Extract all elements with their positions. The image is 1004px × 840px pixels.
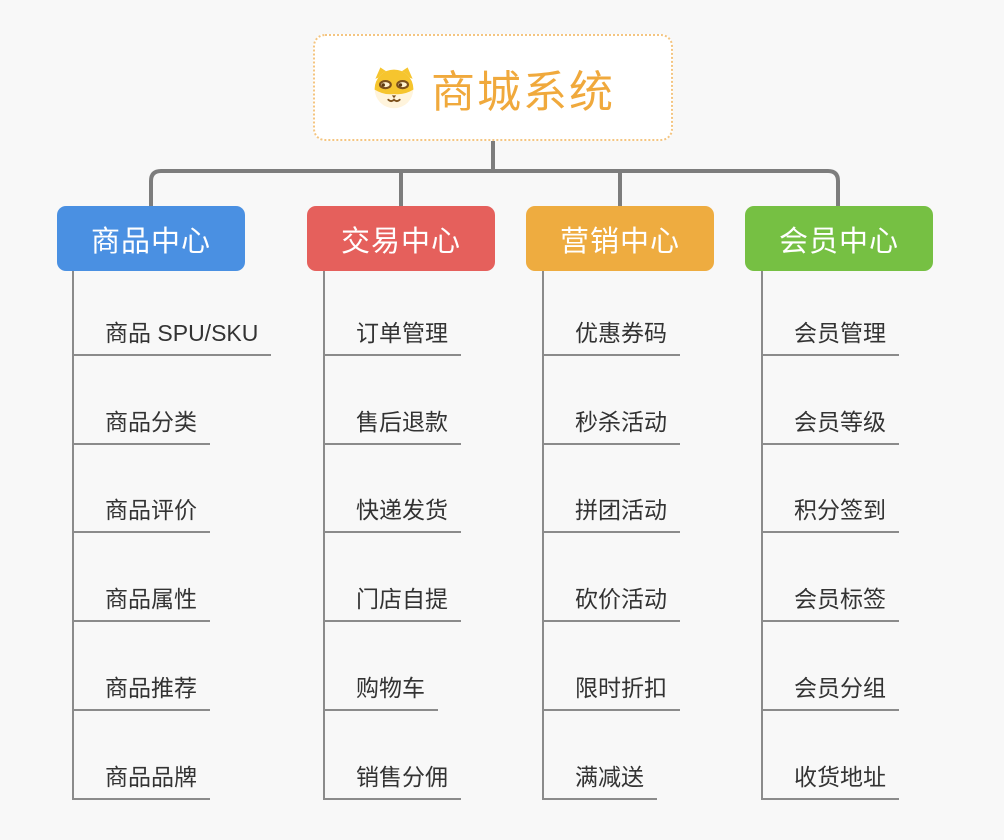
mindmap-item[interactable]: 订单管理 <box>323 267 563 356</box>
branch-line <box>72 271 74 800</box>
item-label: 门店自提 <box>323 580 461 623</box>
mindmap-item[interactable]: 快递发货 <box>323 445 563 534</box>
branch-header-products[interactable]: 商品中心 <box>57 206 245 271</box>
mindmap-item[interactable]: 商品 SPU/SKU <box>72 267 312 356</box>
mindmap-item[interactable]: 门店自提 <box>323 533 563 623</box>
mindmap-item[interactable]: 商品评价 <box>72 445 312 534</box>
root-node[interactable]: 商城系统 <box>313 34 673 141</box>
item-label: 售后退款 <box>323 403 461 445</box>
item-label: 商品分类 <box>72 403 210 445</box>
branch-items-marketing: 优惠券码 秒杀活动 拼团活动 砍价活动 限时折扣 满减送 <box>542 267 782 800</box>
mindmap-item[interactable]: 砍价活动 <box>542 533 782 623</box>
item-label: 商品 SPU/SKU <box>72 314 272 356</box>
item-label: 会员标签 <box>761 580 899 623</box>
branch-line <box>542 271 544 800</box>
branch-line <box>323 271 325 800</box>
branch-items-members: 会员管理 会员等级 积分签到 会员标签 会员分组 收货地址 <box>761 267 1001 800</box>
mindmap-item[interactable]: 会员标签 <box>761 533 1001 623</box>
mindmap-item[interactable]: 售后退款 <box>323 356 563 445</box>
mindmap-item[interactable]: 商品推荐 <box>72 622 312 712</box>
mindmap-item[interactable]: 会员分组 <box>761 622 1001 712</box>
mindmap-item[interactable]: 商品品牌 <box>72 711 312 800</box>
mindmap-item[interactable]: 销售分佣 <box>323 711 563 800</box>
mindmap-item[interactable]: 拼团活动 <box>542 445 782 534</box>
item-label: 会员等级 <box>761 403 899 445</box>
mindmap-item[interactable]: 会员管理 <box>761 267 1001 356</box>
mindmap-item[interactable]: 收货地址 <box>761 711 1001 800</box>
item-label: 商品品牌 <box>72 758 210 800</box>
item-label: 商品属性 <box>72 580 210 623</box>
mindmap-item[interactable]: 购物车 <box>323 622 563 712</box>
mindmap-item[interactable]: 商品属性 <box>72 533 312 623</box>
mindmap-item[interactable]: 限时折扣 <box>542 622 782 712</box>
branch-items-products: 商品 SPU/SKU 商品分类 商品评价 商品属性 商品推荐 商品品牌 <box>72 267 312 800</box>
branch-label: 交易中心 <box>340 225 461 258</box>
branch-header-trade[interactable]: 交易中心 <box>307 206 495 271</box>
item-label: 会员分组 <box>761 669 899 712</box>
branch-header-members[interactable]: 会员中心 <box>745 206 933 271</box>
dog-face-icon <box>374 67 414 109</box>
item-label: 购物车 <box>323 669 438 712</box>
item-label: 秒杀活动 <box>542 403 680 445</box>
item-label: 商品推荐 <box>72 669 210 712</box>
item-label: 优惠券码 <box>542 314 680 356</box>
item-label: 拼团活动 <box>542 491 680 534</box>
branch-line <box>761 271 763 800</box>
branch-label: 会员中心 <box>778 225 899 258</box>
mindmap-item[interactable]: 会员等级 <box>761 356 1001 445</box>
item-label: 订单管理 <box>323 314 461 356</box>
branch-items-trade: 订单管理 售后退款 快递发货 门店自提 购物车 销售分佣 <box>323 267 563 800</box>
mindmap-item[interactable]: 秒杀活动 <box>542 356 782 445</box>
item-label: 销售分佣 <box>323 758 461 800</box>
branch-label: 营销中心 <box>559 225 680 258</box>
branch-header-marketing[interactable]: 营销中心 <box>526 206 714 271</box>
mindmap-item[interactable]: 积分签到 <box>761 445 1001 534</box>
mindmap-item[interactable]: 商品分类 <box>72 356 312 445</box>
item-label: 收货地址 <box>761 758 899 800</box>
root-title: 商城系统 <box>431 67 615 117</box>
item-label: 砍价活动 <box>542 580 680 623</box>
branch-label: 商品中心 <box>90 225 211 258</box>
item-label: 满减送 <box>542 758 657 800</box>
mindmap-item[interactable]: 满减送 <box>542 711 782 800</box>
mindmap-item[interactable]: 优惠券码 <box>542 267 782 356</box>
item-label: 限时折扣 <box>542 669 680 712</box>
item-label: 商品评价 <box>72 491 210 534</box>
item-label: 积分签到 <box>761 491 899 534</box>
item-label: 会员管理 <box>761 314 899 356</box>
item-label: 快递发货 <box>323 491 461 534</box>
